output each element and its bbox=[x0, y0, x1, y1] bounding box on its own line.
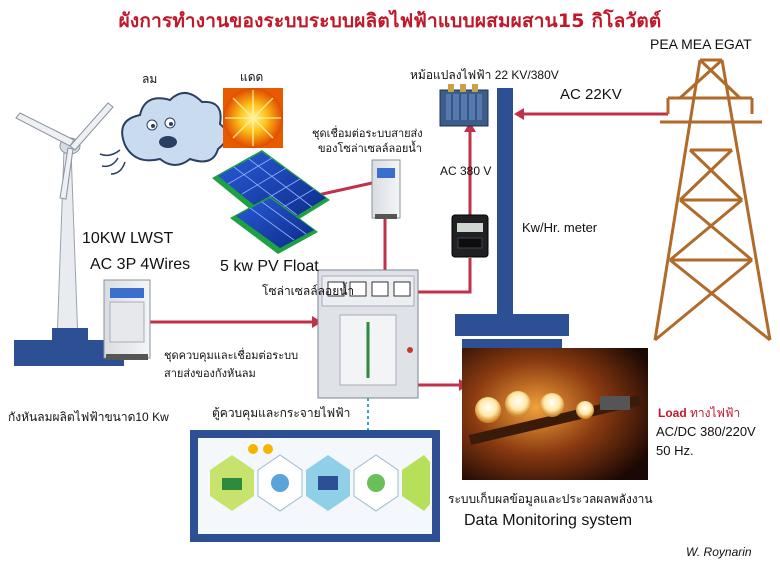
bulb-3 bbox=[540, 393, 564, 417]
pv-connector-label-1: ชุดเชื่อมต่อระบบสายส่ง bbox=[312, 128, 423, 140]
diagram-title: ผังการทำงานของระบบระบบผลิตไฟฟ้าแบบผสมผสา… bbox=[118, 10, 662, 32]
arrow-wind-to-cabinet bbox=[312, 316, 322, 328]
load-photo bbox=[462, 348, 648, 480]
ac3p-label: AC 3P 4Wires bbox=[90, 256, 191, 273]
sun-icon bbox=[223, 88, 283, 148]
wind-label: ลม bbox=[142, 72, 158, 86]
pv-connector-box bbox=[371, 159, 401, 219]
ac380v-label: AC 380 V bbox=[440, 164, 492, 178]
signature: W. Roynarin bbox=[686, 545, 752, 559]
sun-label: แดด bbox=[240, 70, 264, 84]
kwh-meter bbox=[451, 214, 489, 258]
wire-cabinet-to-meter bbox=[418, 258, 472, 294]
power-wires bbox=[150, 112, 668, 387]
pv-float-label: 5 kw PV Float bbox=[220, 258, 319, 275]
pv-float-th-label: โซล่าเซลล์ลอยน้ำ bbox=[262, 284, 355, 298]
turbine-caption: กังหันลมผลิตไฟฟ้าขนาด10 Kw bbox=[8, 410, 169, 424]
load-label: Load ทางไฟฟ้า bbox=[658, 404, 740, 423]
lwst-label: 10KW LWST bbox=[82, 230, 174, 247]
monitoring-panel bbox=[190, 430, 440, 542]
load-spec-1: AC/DC 380/220V bbox=[656, 424, 756, 439]
load-en-label: Load bbox=[658, 406, 687, 420]
transformer bbox=[439, 84, 489, 127]
bus-base bbox=[455, 314, 569, 336]
pv-connector-label-2: ของโซล่าเซลล์ลอยน้ำ bbox=[318, 143, 422, 155]
load-spec-2: 50 Hz. bbox=[656, 443, 694, 458]
bulb-1 bbox=[475, 397, 501, 423]
bulb-4 bbox=[576, 401, 594, 419]
bus-foot bbox=[462, 339, 562, 349]
transformer-label: หม้อแปลงไฟฟ้า 22 KV/380V bbox=[410, 68, 559, 82]
wire-pv-to-connector bbox=[317, 181, 373, 197]
bulb-2 bbox=[505, 391, 531, 417]
pea-mea-label: PEA MEA EGAT bbox=[650, 36, 752, 52]
ac22kv-label: AC 22KV bbox=[560, 86, 622, 103]
blue-bus bbox=[455, 88, 569, 349]
kwh-meter-label: Kw/Hr. meter bbox=[522, 220, 598, 235]
wind-cloud-icon bbox=[99, 92, 228, 175]
arrow-to-transformer bbox=[514, 108, 524, 120]
transmission-tower bbox=[653, 58, 772, 342]
load-th-label: ทางไฟฟ้า bbox=[686, 406, 741, 420]
turbine-blade-3 bbox=[59, 147, 74, 200]
wind-control-label-1: ชุดควบคุมและเชื่อมต่อระบบ bbox=[164, 350, 299, 362]
wind-control-label-2: สายส่งของกังหันลม bbox=[164, 368, 256, 380]
wind-control-cabinet bbox=[103, 279, 151, 360]
bus-vertical bbox=[497, 88, 513, 328]
arrow-meter-up bbox=[464, 122, 476, 132]
turbine-blade-1 bbox=[15, 112, 75, 147]
distribution-cabinet-label: ตู้ควบคุมและกระจายไฟฟ้า bbox=[212, 406, 351, 420]
turbine-blade-2 bbox=[69, 102, 114, 151]
pv-float-panels bbox=[212, 150, 330, 254]
distribution-cabinet bbox=[317, 269, 419, 399]
monitoring-th-label: ระบบเก็บผลข้อมูลและประวลผลพลังงาน bbox=[448, 492, 653, 506]
monitoring-en-label: Data Monitoring system bbox=[464, 512, 633, 529]
